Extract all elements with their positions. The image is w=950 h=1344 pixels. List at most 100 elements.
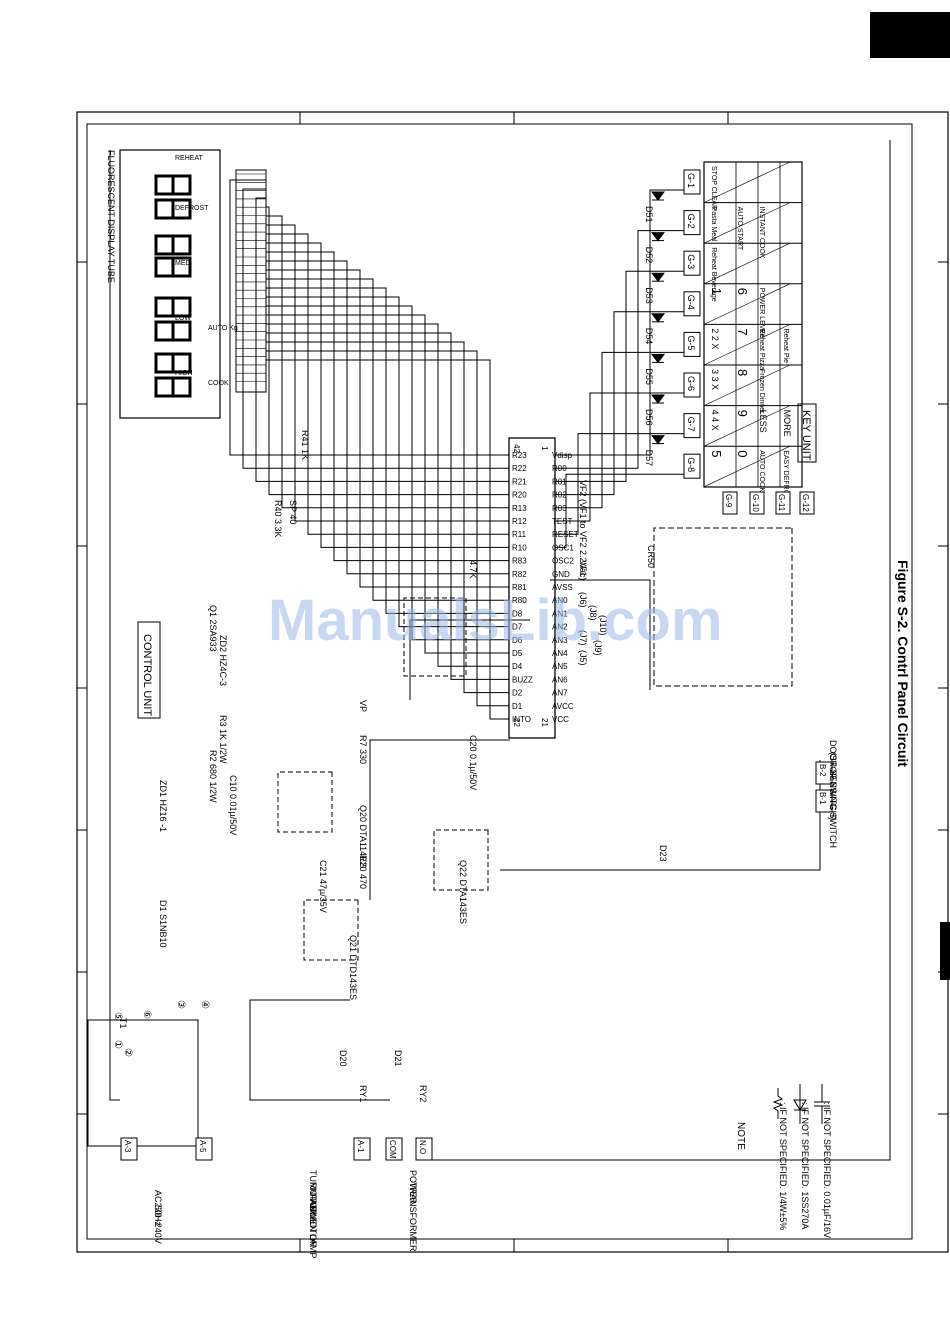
connector-label: A-1 — [356, 1140, 365, 1153]
grid-pin-label: G-5 — [686, 335, 696, 350]
cr50-network — [653, 527, 793, 687]
grid-pin-G-12: G-12 — [799, 491, 815, 515]
component-sp40: SP 40 — [288, 500, 298, 524]
ic-pin-top: AN1 — [552, 609, 568, 618]
key-cell: 4 4 X — [710, 410, 720, 431]
note-title: NOTE — [735, 1122, 746, 1150]
key-unit-label: KEY UNIT — [800, 410, 812, 461]
connector-label: B-2 — [818, 764, 827, 777]
label-fan: FAN MOTOR — [308, 1194, 318, 1248]
component-r3: R3 1K 1/2W — [218, 715, 228, 764]
diode-label: D56 — [644, 409, 654, 426]
grid-pin-label: G-2 — [686, 214, 696, 229]
ic-pin-top: Vdisp — [552, 451, 573, 460]
ic-pin-22: 22 — [512, 718, 521, 727]
display-label-0: REHEAT — [175, 155, 204, 162]
key-cell: STOP CLEAR — [710, 166, 717, 210]
grid-pin-G-5: G-5 — [683, 331, 701, 357]
ic-pin-top: RESET — [552, 530, 579, 539]
key-cell: EASY DEFROST — [782, 450, 789, 505]
ic-pin-top: R03 — [552, 504, 567, 513]
connector-label: A-3 — [123, 1140, 132, 1153]
key-cell: 7 — [735, 328, 750, 335]
ic-pin-bottom: R12 — [512, 517, 527, 526]
connector-a3: A-3 — [120, 1137, 138, 1161]
ic-pin-42: 42 — [512, 444, 521, 453]
label-hz: 50Hz — [153, 1205, 163, 1227]
grid-pin-G-1: G-1 — [683, 169, 701, 195]
connector-a5: A-5 — [195, 1137, 213, 1161]
key-cell: 6 — [735, 288, 750, 295]
diode-D55: D55 — [644, 353, 665, 385]
component-zd1: ZD1 HZ16 -1 — [158, 780, 168, 832]
ic-pin-top: R00 — [552, 464, 567, 473]
key-cell: LESS — [758, 410, 768, 433]
ic-pin-bottom: D5 — [512, 649, 523, 658]
grid-pin-label: G-1 — [686, 173, 696, 188]
component-d1: D1 S1NB10 — [158, 900, 168, 948]
ic-pin-bottom: BUZZ — [512, 675, 533, 684]
key-cell: Frozen Dinner — [758, 369, 765, 414]
component-j5: (J5) — [578, 650, 588, 666]
grid-pin-G-11: G-11 — [775, 491, 791, 515]
ic-pin-top: OSC2 — [552, 557, 574, 566]
display-digit — [154, 376, 192, 398]
ic-pin-top: VCC — [552, 715, 569, 724]
diode-label: D57 — [644, 450, 654, 467]
component-j8: (J8) — [588, 605, 598, 621]
ic-pin-21: 21 — [540, 718, 549, 727]
grid-pin-G-10: G-10 — [749, 491, 765, 515]
connector-label: A-5 — [198, 1140, 207, 1153]
diode-D57: D57 — [644, 435, 665, 467]
display-digit — [154, 352, 192, 374]
component-d21: D21 — [393, 1050, 403, 1067]
transformer-pin: ⑥ — [141, 1010, 152, 1019]
edge-tab-right — [940, 922, 950, 980]
display-digit — [154, 320, 192, 342]
diode-D56: D56 — [644, 394, 665, 426]
control-unit-label: CONTROL UNIT — [141, 634, 153, 716]
label-turntable: TURNTABLE — [308, 1170, 318, 1223]
key-cell: POWER LEVEL — [758, 288, 765, 338]
key-cell: 5 — [709, 450, 724, 457]
component-vf1: VF1 — [578, 560, 588, 577]
grid-pin-label: G-4 — [686, 295, 696, 310]
component-q20: Q20 DTA114ES — [358, 805, 368, 868]
display-label-5: AUTO Kg — [208, 325, 238, 332]
note-capacitor: : IF NOT SPECIFIED. 0.01µF/16V — [822, 1102, 832, 1238]
ic-pin-top: OSC1 — [552, 543, 574, 552]
figure-title: Figure S-2. Contrl Panel Circuit — [895, 560, 911, 767]
display-label-1: DEFROST — [175, 205, 209, 212]
transformer-pin: ③ — [175, 1000, 186, 1009]
key-cell: 8 — [735, 369, 750, 376]
grid-pin-label: G-3 — [686, 254, 696, 269]
transformer-pin: ① — [112, 1040, 123, 1049]
display-tube-label: FLUORESCENT DISPLAY TUBE — [106, 150, 116, 283]
diode-label: D53 — [644, 287, 654, 304]
display-digit — [154, 198, 192, 220]
key-cell: AUTO COOK — [758, 450, 765, 492]
key-cell: Pasta Meal — [710, 207, 717, 242]
ic-pin-bottom: R10 — [512, 543, 527, 552]
ic-pin-top: AVSS — [552, 583, 573, 592]
transformer-t1 — [87, 1019, 199, 1147]
grid-pin-label: G-10 — [751, 494, 760, 512]
connector-a1: A-1 — [353, 1137, 371, 1161]
grid-pin-label: G-12 — [801, 494, 810, 512]
cr50-label: CR50 — [646, 545, 656, 568]
control-unit-box — [137, 621, 161, 719]
ic-pin-top: AN2 — [552, 623, 568, 632]
key-cell: INSTANT COOK — [758, 207, 765, 259]
connector-label: COM — [388, 1140, 397, 1159]
watermark-text: ManualsLib.com — [268, 588, 722, 653]
component-r_47k: 4.7K — [468, 560, 478, 579]
connector-b2: B-2 — [815, 761, 833, 785]
ic-pin-bottom: R11 — [512, 530, 527, 539]
component-ry2: RY2 — [418, 1085, 428, 1102]
diode-D53: D53 — [644, 272, 665, 304]
grid-pin-label: G-6 — [686, 376, 696, 391]
ic-pin-1: 1 — [540, 446, 549, 451]
label-power: POWER — [408, 1170, 418, 1205]
